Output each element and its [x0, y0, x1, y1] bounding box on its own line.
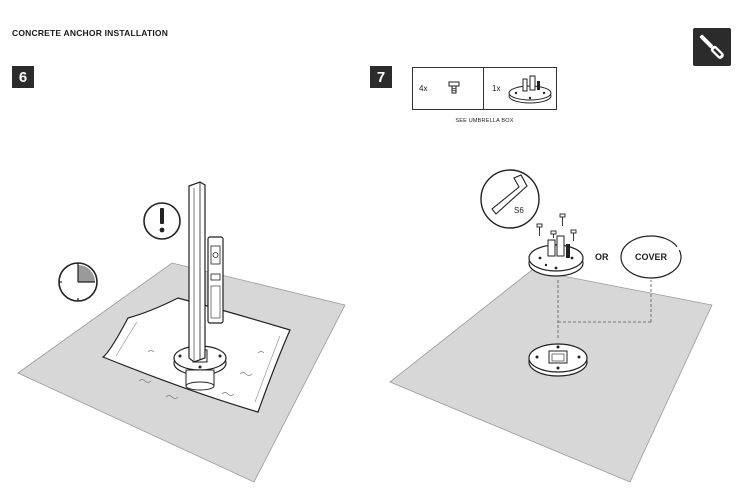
base-plate-qty: 1x	[492, 84, 501, 93]
umbrella-base-plate-icon	[508, 75, 552, 104]
cover-option: COVER	[620, 235, 682, 279]
parts-box: 4x 1x	[412, 67, 557, 110]
cover-label: COVER	[635, 252, 668, 262]
step-6-illustration	[17, 181, 346, 483]
quarter-clock-icon	[58, 262, 98, 302]
step-7-badge: 7	[370, 66, 392, 88]
step-7-illustration: S6 OR COVER	[389, 169, 713, 483]
wrench-size-label: S6	[514, 206, 524, 215]
bolts	[536, 213, 577, 241]
spirit-level	[207, 236, 224, 324]
screwdriver-icon	[693, 28, 731, 66]
or-label: OR	[595, 252, 609, 262]
exclamation-icon	[143, 202, 181, 240]
allen-key-icon: S6	[480, 169, 540, 229]
page-title: CONCRETE ANCHOR INSTALLATION	[12, 28, 169, 38]
parts-item-bolts: 4x	[413, 68, 484, 109]
bolt-icon	[448, 81, 460, 94]
ground-anchor-plate	[528, 343, 588, 377]
pole	[188, 181, 206, 363]
parts-item-base-plate: 1x	[484, 68, 556, 109]
bolt-qty: 4x	[419, 84, 428, 93]
umbrella-base-plate	[528, 235, 584, 277]
step-6-badge: 6	[12, 66, 34, 88]
parts-note: SEE UMBRELLA BOX	[455, 118, 514, 124]
